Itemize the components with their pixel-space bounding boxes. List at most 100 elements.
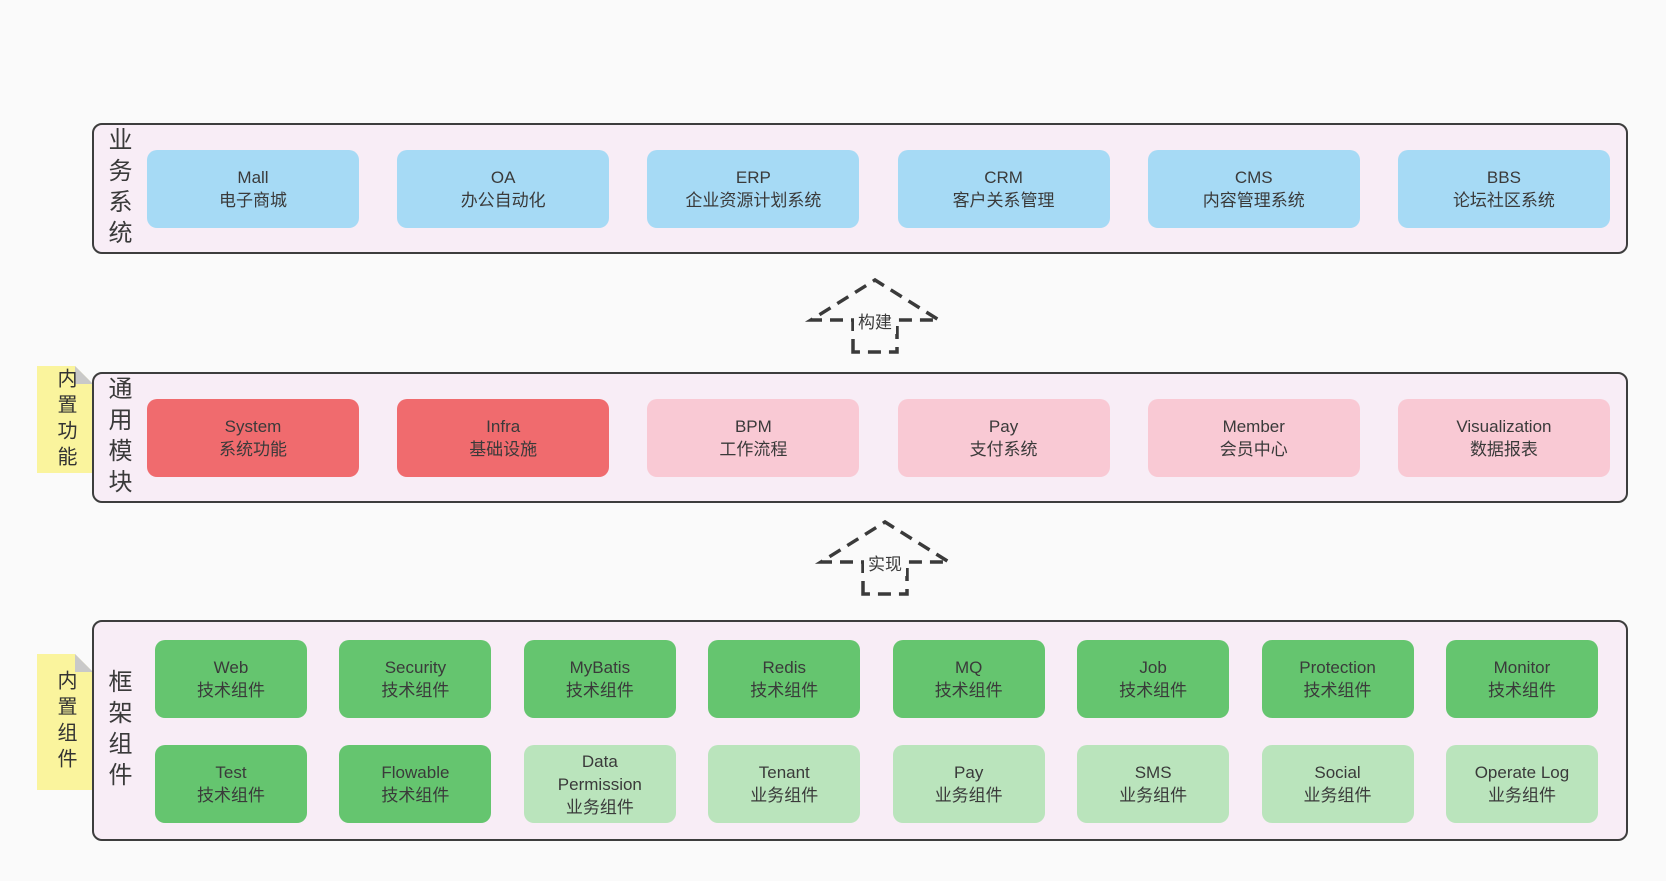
- box-subtitle: 论坛社区系统: [1452, 190, 1555, 210]
- box-name: Visualization: [1456, 416, 1552, 436]
- box-subtitle: 业务组件: [934, 786, 1003, 805]
- box-subtitle: 技术组件: [381, 786, 450, 805]
- box-mq: MQ 技术组件: [892, 640, 1045, 718]
- box-subtitle: 系统功能: [219, 439, 287, 459]
- box-subtitle: 企业资源计划系统: [685, 190, 822, 210]
- box-subtitle: 技术组件: [197, 681, 265, 700]
- box-pay: Pay 支付系统: [897, 398, 1110, 477]
- box-security: Security 技术组件: [339, 640, 492, 718]
- box-subtitle: 业务组件: [1119, 786, 1188, 805]
- box-subtitle: 业务组件: [1487, 786, 1556, 805]
- box-name: BBS: [1486, 167, 1521, 187]
- box-member: Member 会员中心: [1147, 398, 1360, 477]
- box-subtitle: 技术组件: [750, 681, 819, 700]
- box-system: System 系统功能: [147, 398, 359, 477]
- box-name: OA: [490, 167, 516, 187]
- box-subtitle: 电子商城: [219, 190, 287, 210]
- box-name: Test: [215, 763, 247, 782]
- box-name: Tenant: [758, 763, 810, 782]
- box-name: Protection: [1299, 658, 1376, 677]
- box-social: Social 业务组件: [1261, 745, 1414, 823]
- box-subtitle: 办公自动化: [460, 190, 546, 210]
- box-name: Mall: [237, 167, 269, 187]
- box-name: Member: [1222, 416, 1285, 436]
- panel-framework-label: 框架组件: [104, 668, 131, 793]
- box-data-permission: Data Permission 业务组件: [523, 745, 676, 823]
- modules-box-row: System 系统功能 Infra 基础设施 BPM 工作流程 Pay 支付系统…: [147, 398, 1610, 477]
- box-subtitle: 技术组件: [197, 786, 265, 805]
- box-name: Flowable: [381, 763, 450, 782]
- box-name: Pay: [954, 763, 984, 782]
- panel-common-modules: 通用模块 System 系统功能 Infra 基础设施 BPM 工作流程 Pay…: [92, 372, 1628, 503]
- panel-framework-components: 框架组件 Web 技术组件 Security 技术组件 MyBatis 技术组件…: [92, 620, 1628, 841]
- box-name: System: [224, 416, 282, 436]
- box-redis: Redis 技术组件: [708, 640, 861, 718]
- box-erp: ERP 企业资源计划系统: [647, 149, 860, 228]
- box-name: Web: [213, 658, 249, 677]
- box-name: Social: [1314, 763, 1361, 782]
- panel-business-systems: 业务系统 Mall 电子商城 OA 办公自动化 ERP 企业资源计划系统 CRM…: [92, 123, 1628, 254]
- box-name: MQ: [954, 658, 983, 677]
- business-box-row: Mall 电子商城 OA 办公自动化 ERP 企业资源计划系统 CRM 客户关系…: [147, 149, 1610, 228]
- sticky-note-label: 内置组件: [54, 670, 76, 774]
- box-subtitle: 技术组件: [934, 681, 1003, 700]
- box-name: ERP: [735, 167, 771, 187]
- note-fold-corner-icon: [75, 654, 93, 672]
- sticky-note-builtin-components: 内置组件: [37, 654, 93, 790]
- box-subtitle: 技术组件: [1303, 681, 1372, 700]
- box-name: CRM: [984, 167, 1023, 187]
- box-web: Web 技术组件: [155, 640, 307, 718]
- box-name: Monitor: [1493, 658, 1551, 677]
- arrow-implement-label: 实现: [864, 549, 906, 576]
- box-operate-log: Operate Log 业务组件: [1445, 745, 1598, 823]
- box-subtitle: 内容管理系统: [1202, 190, 1305, 210]
- box-subtitle: 技术组件: [565, 681, 634, 700]
- box-subtitle: 会员中心: [1219, 439, 1288, 459]
- sticky-note-builtin-features: 内置功能: [37, 366, 93, 473]
- arrow-build-label: 构建: [854, 307, 896, 334]
- arrow-implement: 实现: [814, 516, 956, 600]
- box-name: Redis: [762, 658, 806, 677]
- box-name: Infra: [486, 416, 521, 436]
- box-name: Job: [1139, 658, 1167, 677]
- box-subtitle: 数据报表: [1469, 439, 1538, 459]
- box-test: Test 技术组件: [155, 745, 307, 823]
- box-subtitle: 技术组件: [1119, 681, 1188, 700]
- box-name: Data Permission: [557, 751, 642, 794]
- box-infra: Infra 基础设施: [397, 398, 610, 477]
- box-subtitle: 业务组件: [1303, 786, 1372, 805]
- box-job: Job 技术组件: [1077, 640, 1230, 718]
- box-name: BPM: [734, 416, 772, 436]
- box-sms: SMS 业务组件: [1077, 745, 1230, 823]
- box-name: Security: [384, 658, 447, 677]
- box-protection: Protection 技术组件: [1261, 640, 1414, 718]
- box-visualization: Visualization 数据报表: [1397, 398, 1610, 477]
- box-subtitle: 技术组件: [1487, 681, 1556, 700]
- box-name: MyBatis: [569, 658, 631, 677]
- arrow-build: 构建: [804, 274, 946, 358]
- box-mybatis: MyBatis 技术组件: [523, 640, 676, 718]
- box-subtitle: 支付系统: [969, 439, 1038, 459]
- box-name: CMS: [1234, 167, 1273, 187]
- panel-business-label: 业务系统: [104, 126, 131, 251]
- sticky-note-label: 内置功能: [54, 367, 76, 472]
- box-mall: Mall 电子商城: [147, 149, 359, 228]
- box-bbs: BBS 论坛社区系统: [1397, 149, 1610, 228]
- framework-box-row-2: Test 技术组件 Flowable 技术组件 Data Permission …: [155, 745, 1598, 823]
- box-flowable: Flowable 技术组件: [339, 745, 492, 823]
- box-crm: CRM 客户关系管理: [897, 149, 1110, 228]
- panel-modules-label: 通用模块: [104, 375, 131, 500]
- box-subtitle: 业务组件: [565, 797, 634, 817]
- note-fold-corner-icon: [75, 366, 93, 384]
- framework-box-row-1: Web 技术组件 Security 技术组件 MyBatis 技术组件 Redi…: [155, 640, 1598, 718]
- box-name: Pay: [988, 416, 1019, 436]
- box-subtitle: 工作流程: [719, 439, 788, 459]
- box-name: Operate Log: [1474, 763, 1570, 782]
- box-subtitle: 基础设施: [469, 439, 538, 459]
- box-subtitle: 技术组件: [381, 681, 450, 700]
- box-monitor: Monitor 技术组件: [1445, 640, 1598, 718]
- box-cms: CMS 内容管理系统: [1147, 149, 1360, 228]
- box-subtitle: 客户关系管理: [952, 190, 1055, 210]
- box-pay-business: Pay 业务组件: [892, 745, 1045, 823]
